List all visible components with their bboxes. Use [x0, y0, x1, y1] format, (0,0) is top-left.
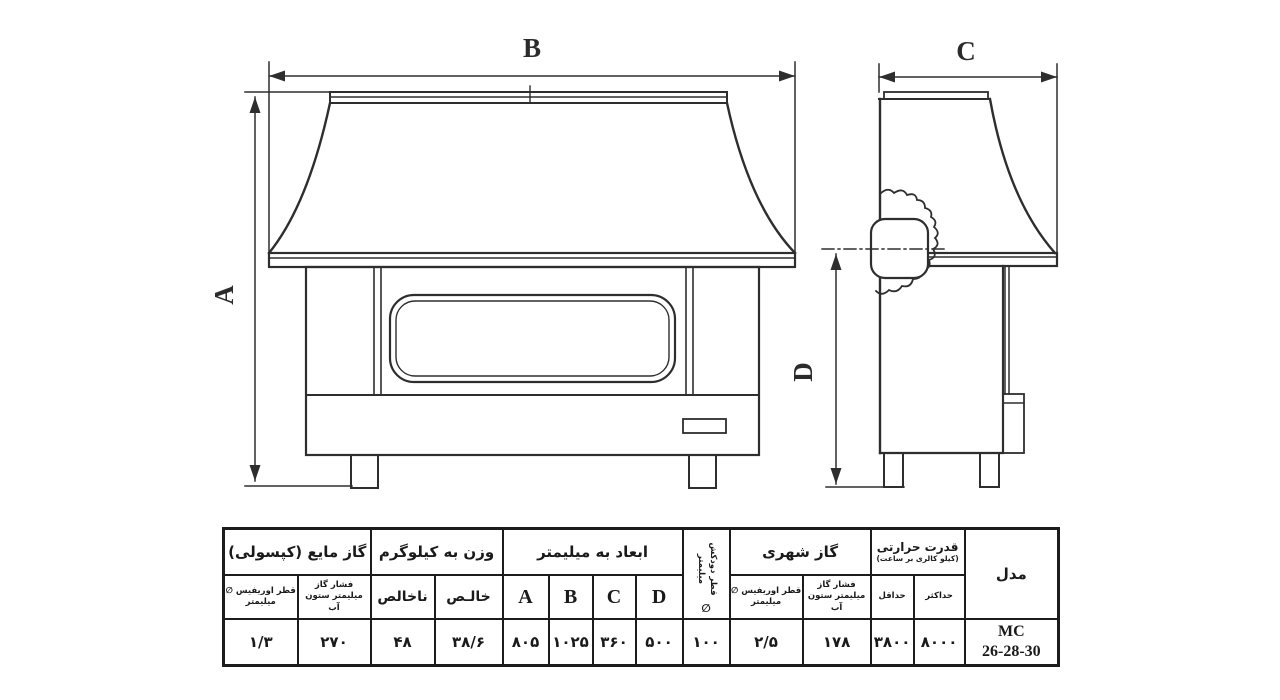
- value-gross-weight: ۴۸: [369, 618, 436, 667]
- side-gas-valve: [1002, 393, 1025, 454]
- value-thermal-max: ۸۰۰۰: [912, 618, 966, 667]
- header-city-orifice: قطر اوریفیس ∅ میلیمتر: [728, 574, 804, 620]
- side-foot-left: [883, 452, 904, 488]
- group-model: مدل: [963, 527, 1060, 620]
- front-hood-left-curve: [267, 101, 332, 255]
- header-city-pressure: فشار گاز میلیمتر ستون آب: [801, 574, 872, 620]
- value-dim-c: ۳۶۰: [591, 618, 637, 667]
- front-control-plate: [682, 418, 727, 434]
- dim-label-D: D: [788, 362, 818, 382]
- technical-drawing: B A C D: [209, 33, 1059, 489]
- group-dimensions: ابعاد به میلیمتر: [501, 527, 684, 576]
- value-liquid-pressure: ۲۷۰: [296, 618, 372, 667]
- header-dim-d: D: [634, 574, 684, 620]
- diameter-symbol: ∅: [701, 602, 711, 615]
- dimension-B: [268, 61, 796, 254]
- group-weight: وزن به کیلوگرم: [369, 527, 504, 576]
- value-model: MC 26-28-30: [963, 618, 1060, 667]
- dim-label-C: C: [956, 36, 976, 66]
- side-hood-curve: [988, 97, 1057, 255]
- front-foot-right: [688, 454, 717, 489]
- group-thermal-power: قدرت حرارتی (کیلو کالری بر ساعت): [869, 527, 966, 576]
- dimension-A: [244, 91, 353, 487]
- dim-label-A: A: [209, 285, 239, 305]
- side-hood-lip: [883, 91, 989, 100]
- header-net-weight: خالـص: [433, 574, 504, 620]
- value-dim-b: ۱۰۲۵: [547, 618, 594, 667]
- group-city-gas: گاز شهری: [728, 527, 872, 576]
- header-liquid-orifice: قطر اوریفیس ∅ میلیمتر: [222, 574, 299, 620]
- spec-table: گاز مایع (کپسولی) وزن به کیلوگرم ابعاد ب…: [222, 527, 1061, 667]
- side-body: [878, 264, 1005, 455]
- value-city-pressure: ۱۷۸: [801, 618, 872, 667]
- header-dim-b: B: [547, 574, 594, 620]
- header-thermal-max: حداکثر: [912, 574, 966, 620]
- header-thermal-min: حداقل: [869, 574, 915, 620]
- front-hood-right-curve: [725, 101, 797, 255]
- value-city-orifice: ۲/۵: [728, 618, 804, 667]
- front-window-inner: [395, 300, 670, 377]
- front-view: [267, 85, 797, 489]
- chimney-breakout-cloud: [874, 188, 939, 295]
- value-thermal-min: ۳۸۰۰: [869, 618, 915, 667]
- group-chimney-diameter: قطر دودکش میلیمتر ∅: [681, 527, 731, 620]
- side-foot-right: [979, 452, 1000, 488]
- dimension-C: [878, 63, 1058, 254]
- front-body: [304, 265, 761, 457]
- header-dim-c: C: [591, 574, 637, 620]
- value-net-weight: ۳۸/۶: [433, 618, 504, 667]
- value-dim-d: ۵۰۰: [634, 618, 684, 667]
- dim-label-B: B: [523, 33, 541, 63]
- header-dim-a: A: [501, 574, 550, 620]
- front-flange: [267, 251, 797, 269]
- side-gas-pipe: [1004, 265, 1010, 395]
- spec-table-wrap: گاز مایع (کپسولی) وزن به کیلوگرم ابعاد ب…: [222, 527, 1061, 667]
- front-window-outer: [388, 293, 677, 384]
- side-view: [821, 91, 1059, 488]
- front-foot-left: [350, 454, 379, 489]
- value-liquid-orifice: ۱/۳: [222, 618, 299, 667]
- header-gross-weight: ناخالص: [369, 574, 436, 620]
- dimension-D: [825, 253, 905, 488]
- group-liquid-gas: گاز مایع (کپسولی): [222, 527, 372, 576]
- value-dim-a: ۸۰۵: [501, 618, 550, 667]
- header-liquid-pressure: فشار گاز میلیمتر ستون آب: [296, 574, 372, 620]
- value-chimney-diameter: ۱۰۰: [681, 618, 731, 667]
